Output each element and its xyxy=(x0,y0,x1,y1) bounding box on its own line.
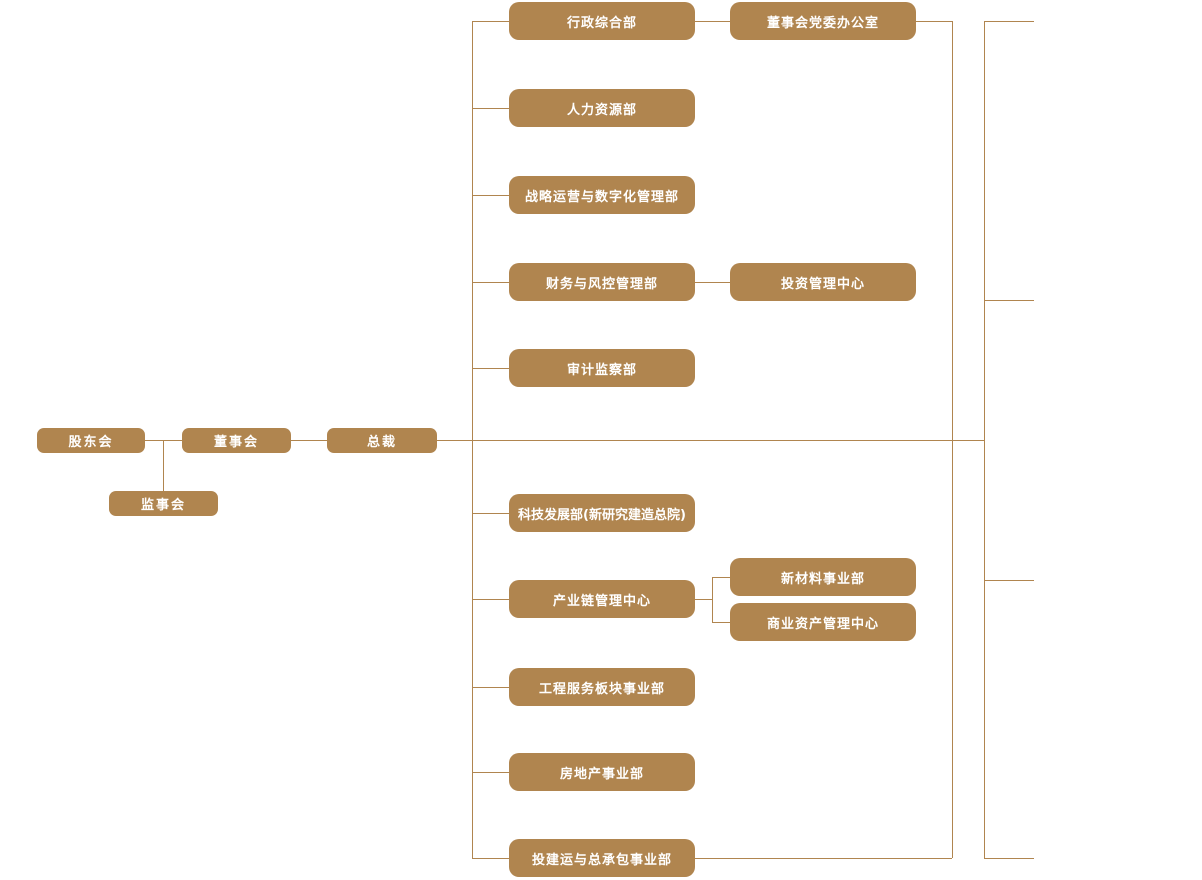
connector-line xyxy=(712,577,713,622)
connector-stub xyxy=(984,858,1034,859)
connector-trunk xyxy=(472,21,473,858)
node-finance-risk-control-dept: 财务与风控管理部 xyxy=(509,263,695,301)
connector-line xyxy=(291,440,327,441)
connector-line xyxy=(695,282,730,283)
connector-line xyxy=(472,282,509,283)
connector-line xyxy=(472,21,509,22)
node-supervisory-board: 监事会 xyxy=(109,491,218,516)
connector-line xyxy=(472,687,509,688)
node-administrative-general-dept: 行政综合部 xyxy=(509,2,695,40)
connector-line xyxy=(472,108,509,109)
node-investment-construction-epc-division: 投建运与总承包事业部 xyxy=(509,839,695,877)
connector-right-rail-1 xyxy=(952,21,953,858)
node-shareholders-meeting: 股东会 xyxy=(37,428,145,453)
node-audit-supervision-dept: 审计监察部 xyxy=(509,349,695,387)
connector-line xyxy=(472,368,509,369)
node-investment-management-center: 投资管理中心 xyxy=(730,263,916,301)
connector-line xyxy=(472,858,509,859)
node-human-resources-dept: 人力资源部 xyxy=(509,89,695,127)
connector-line xyxy=(695,858,952,859)
node-industry-chain-management-center: 产业链管理中心 xyxy=(509,580,695,618)
connector-line xyxy=(695,21,730,22)
connector-president-main xyxy=(437,440,984,441)
connector-line xyxy=(472,599,509,600)
node-board-of-directors: 董事会 xyxy=(182,428,291,453)
connector-line xyxy=(472,772,509,773)
connector-line xyxy=(695,599,712,600)
node-board-party-committee-office: 董事会党委办公室 xyxy=(730,2,916,40)
connector-line xyxy=(472,513,509,514)
node-new-materials-division: 新材料事业部 xyxy=(730,558,916,596)
connector-stub xyxy=(984,21,1034,22)
node-engineering-services-division: 工程服务板块事业部 xyxy=(509,668,695,706)
node-commercial-asset-management-center: 商业资产管理中心 xyxy=(730,603,916,641)
connector-stub xyxy=(984,300,1034,301)
node-president: 总裁 xyxy=(327,428,437,453)
node-strategy-operations-digitalization-dept: 战略运营与数字化管理部 xyxy=(509,176,695,214)
connector-line xyxy=(916,21,952,22)
connector-line xyxy=(472,195,509,196)
connector-line xyxy=(712,577,730,578)
connector-line xyxy=(163,440,164,491)
connector-right-rail-2 xyxy=(984,21,985,858)
node-technology-development-dept: 科技发展部(新研究建造总院) xyxy=(509,494,695,532)
node-real-estate-division: 房地产事业部 xyxy=(509,753,695,791)
connector-stub xyxy=(984,580,1034,581)
connector-line xyxy=(712,622,730,623)
